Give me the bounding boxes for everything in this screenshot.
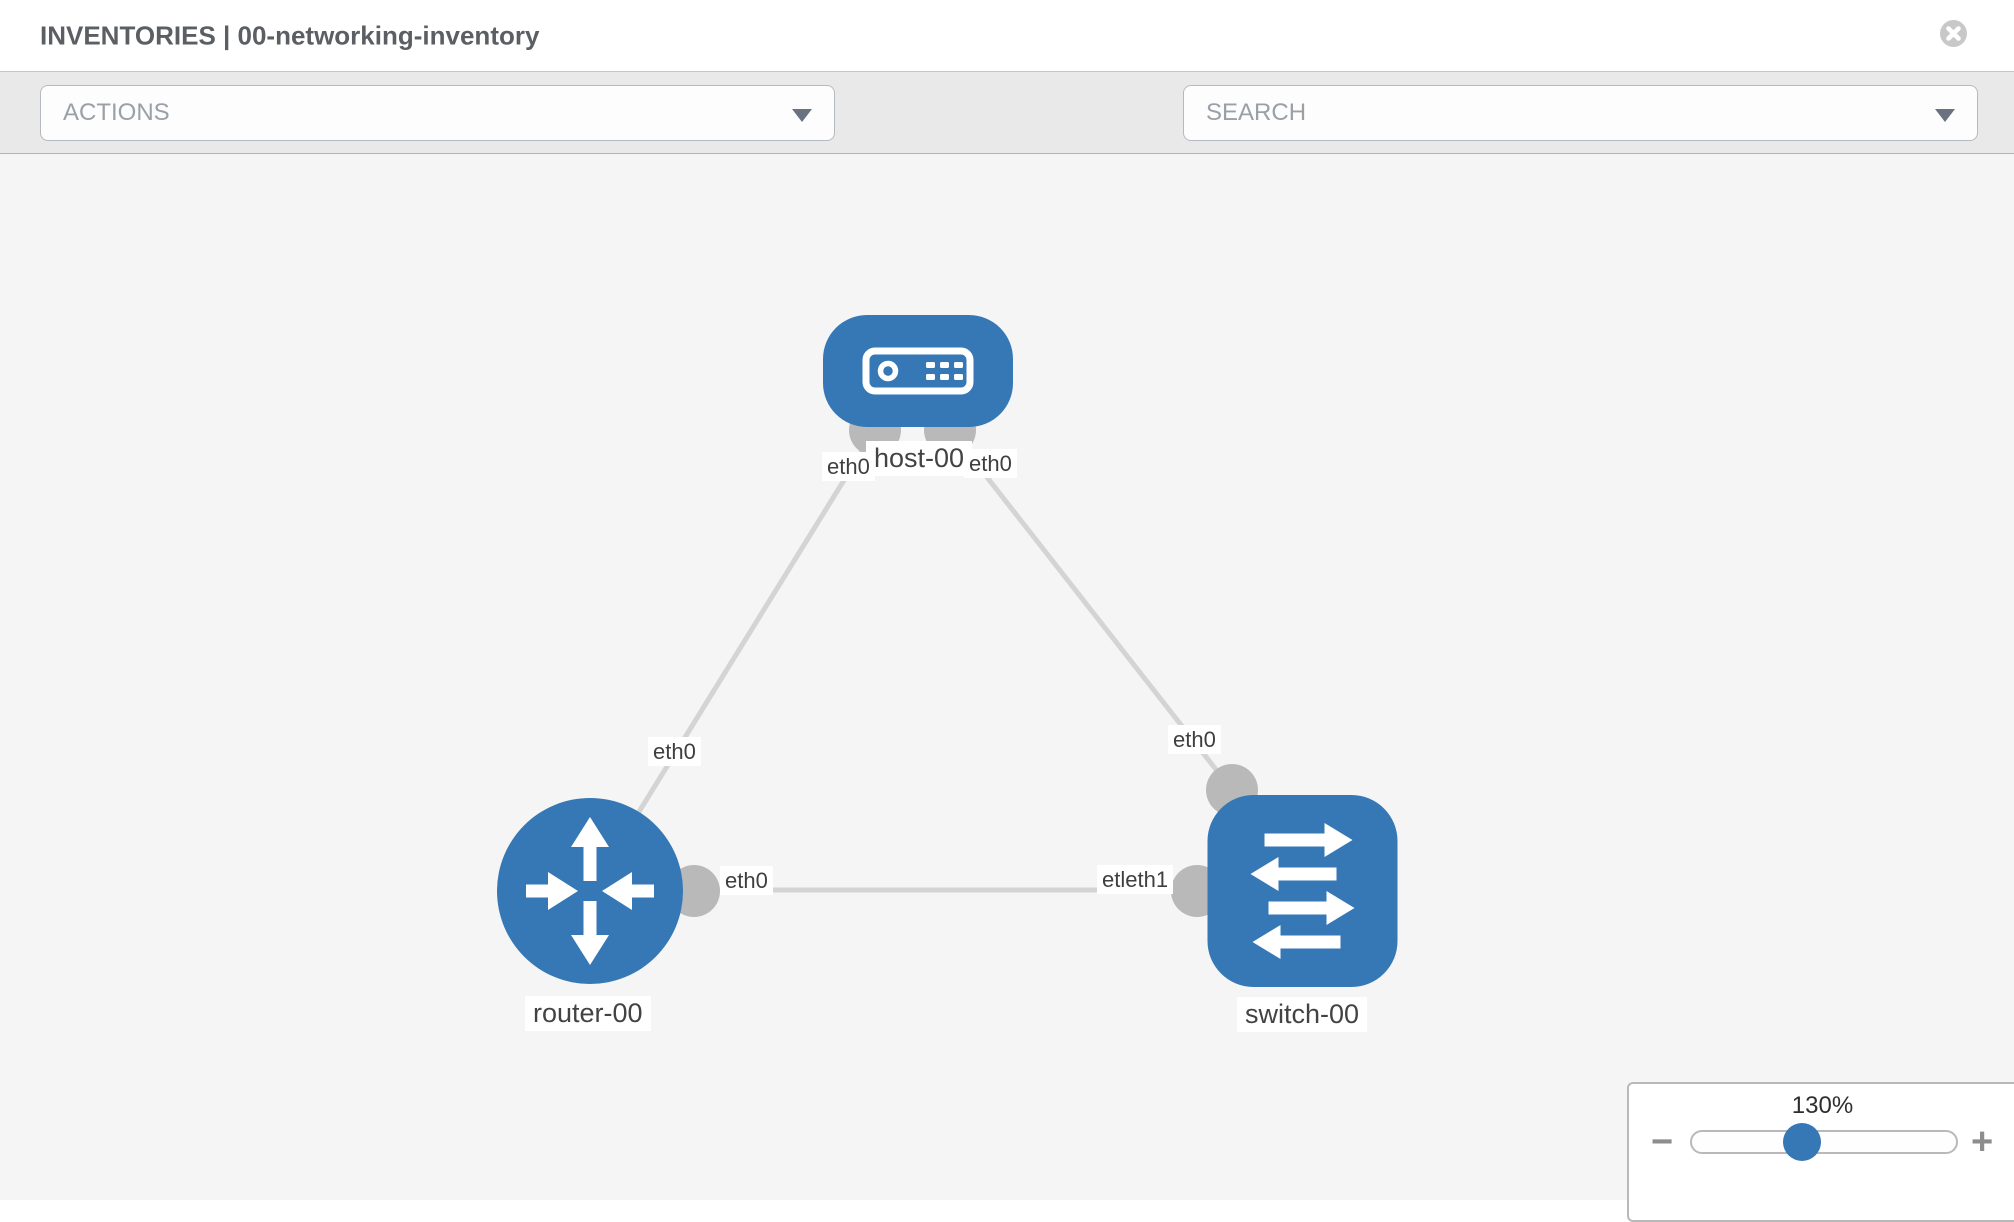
links	[587, 428, 1234, 893]
search-input[interactable]	[1184, 86, 1977, 140]
node-label-host: host-00	[866, 441, 973, 476]
node-label-router: router-00	[525, 996, 651, 1031]
interface-label-switch-eth1: etleth1	[1097, 865, 1174, 894]
interface-label-host-left: eth0	[822, 452, 875, 481]
interface-endpoints	[668, 404, 1258, 917]
toolbar: ACTIONS	[0, 72, 2014, 205]
zoom-control-panel: 130% − +	[1627, 1082, 2014, 1222]
interface-label-router-eth0-uplink: eth0	[648, 737, 701, 766]
modal-header: INVENTORIES | 00-networking-inventory	[0, 0, 2014, 72]
zoom-slider-track[interactable]	[1690, 1130, 1958, 1154]
interface-label-host-right: eth0	[964, 449, 1017, 478]
zoom-in-button[interactable]: +	[1971, 1121, 1994, 1163]
actions-dropdown[interactable]: ACTIONS	[40, 85, 835, 141]
caret-down-icon	[1935, 109, 1955, 122]
search-box	[1183, 85, 1978, 141]
caret-down-icon	[792, 109, 812, 122]
topology-canvas[interactable]: host-00 eth0 eth0 eth0 eth0 eth0 etleth1…	[0, 154, 2014, 1200]
node-label-switch: switch-00	[1237, 997, 1368, 1032]
zoom-slider-thumb[interactable]	[1783, 1123, 1821, 1161]
zoom-level-readout: 130%	[1791, 1092, 1854, 1119]
zoom-out-button[interactable]: −	[1651, 1121, 1674, 1163]
node-switch-00[interactable]	[1207, 795, 1398, 987]
interface-label-switch-eth0-uplink: eth0	[1168, 725, 1221, 754]
interface-label-router-eth0: eth0	[720, 866, 773, 895]
actions-dropdown-label: ACTIONS	[63, 99, 170, 126]
close-button[interactable]	[1939, 19, 1968, 48]
node-router-00[interactable]	[497, 798, 683, 984]
page-title: INVENTORIES | 00-networking-inventory	[40, 20, 540, 50]
switch-icon	[1250, 823, 1355, 959]
router-icon	[526, 817, 654, 965]
node-host-00[interactable]	[823, 315, 1013, 427]
server-icon	[862, 347, 974, 395]
close-icon	[1940, 20, 1967, 47]
